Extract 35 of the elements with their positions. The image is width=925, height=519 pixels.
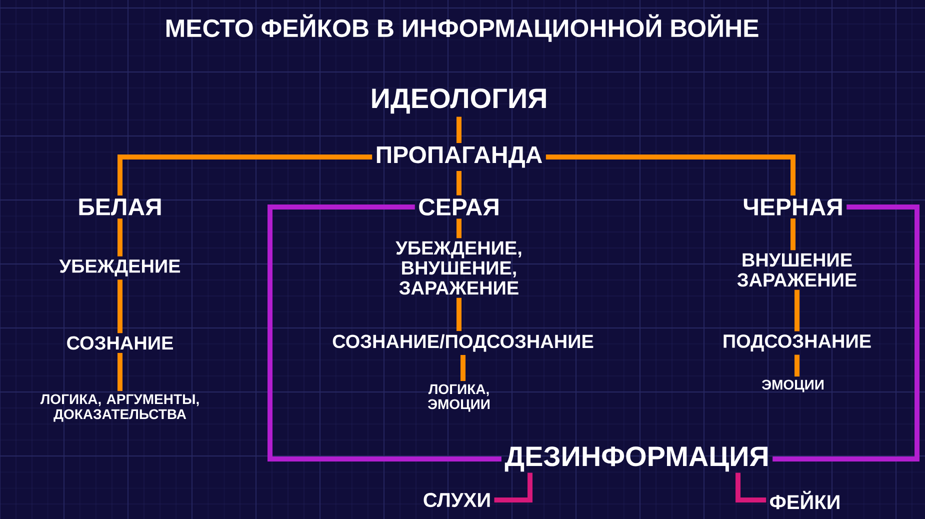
label-text: ВНУШЕНИЕ ЗАРАЖЕНИЕ: [737, 253, 856, 287]
label-text: ЭМОЦИИ: [762, 380, 824, 392]
connector-line: [118, 280, 122, 334]
connector-line: [546, 154, 796, 196]
connector-line: [118, 154, 372, 196]
connector-line: [772, 204, 920, 462]
label-text: СЕРАЯ: [419, 198, 498, 216]
connector-line: [456, 116, 462, 144]
label-text: ПРОПАГАНДА: [376, 146, 542, 168]
label-text: СОЗНАНИЕ/ПОДСОЗНАНИЕ: [332, 334, 594, 352]
label-text: ДЕЗИНФОРМАЦИЯ: [504, 446, 768, 472]
title: МЕСТО ФЕЙКОВ В ИНФОРМАЦИОННОЙ ВОЙНЕ: [166, 14, 758, 42]
connector-line: [118, 218, 122, 256]
label-text: БЕЛАЯ: [79, 198, 161, 216]
connector-line: [790, 218, 796, 250]
connector-line: [456, 170, 462, 196]
connector-line: [460, 354, 466, 382]
connector-line: [118, 352, 122, 392]
label-text: ФЕЙКИ: [770, 490, 840, 510]
connector-line: [494, 472, 532, 502]
label-text: ЛОГИКА, АРГУМЕНТЫ, ДОКАЗАТЕЛЬСТВА: [40, 394, 199, 422]
label-text: УБЕЖДЕНИЕ, ВНУШЕНИЕ, ЗАРАЖЕНИЕ: [396, 241, 522, 295]
connector-line: [794, 354, 800, 377]
label-text: СЛУХИ: [424, 492, 490, 508]
label-text: УБЕЖДЕНИЕ: [59, 260, 180, 276]
label-text: ИДЕОЛОГИЯ: [372, 88, 546, 114]
connector-line: [456, 218, 462, 238]
label-text: СОЗНАНИЕ: [67, 336, 173, 350]
label-text: ЛОГИКА, ЭМОЦИИ: [428, 384, 490, 412]
label-text: ЧЕРНАЯ: [744, 198, 842, 216]
connector-line: [456, 298, 462, 332]
connector-line: [268, 204, 502, 462]
connector-line: [794, 290, 800, 332]
label-text: ПОДСОЗНАНИЕ: [724, 334, 871, 352]
connector-line: [736, 472, 766, 502]
